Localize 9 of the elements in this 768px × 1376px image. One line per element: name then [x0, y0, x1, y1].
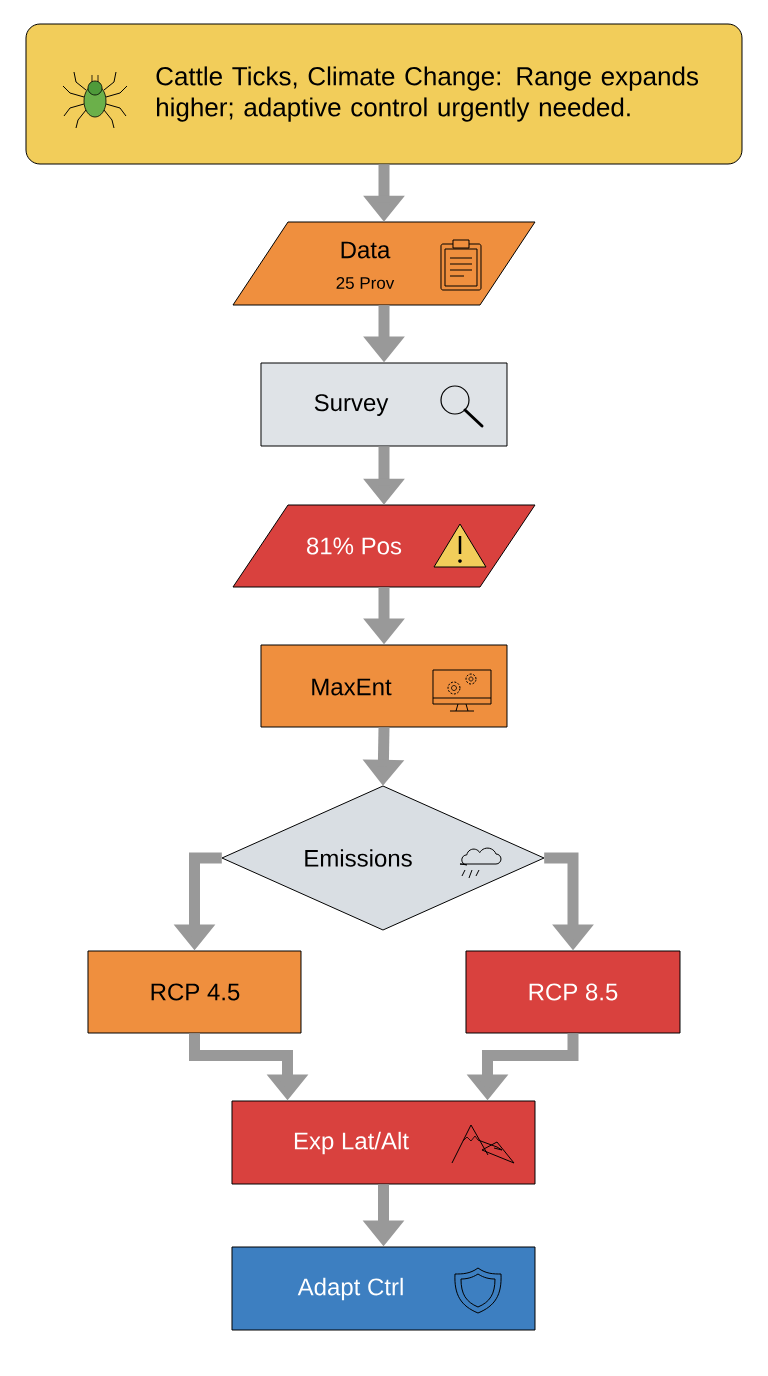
result-box: Exp Lat/Alt [231, 1100, 536, 1185]
process-box: MaxEnt [260, 644, 508, 728]
input-parallelogram: Data 25 Prov [232, 221, 536, 306]
action-box: Adapt Ctrl [231, 1246, 536, 1331]
output-parallelogram: 81% Pos [232, 504, 536, 588]
scenario-box: RCP 4.5 [87, 950, 302, 1034]
process-box: Survey [260, 362, 508, 447]
scenario-box: RCP 8.5 [465, 950, 681, 1034]
title-box: Cattle Ticks, Climate Change: Range expands higher; adaptive control urgently needed. [25, 23, 743, 165]
